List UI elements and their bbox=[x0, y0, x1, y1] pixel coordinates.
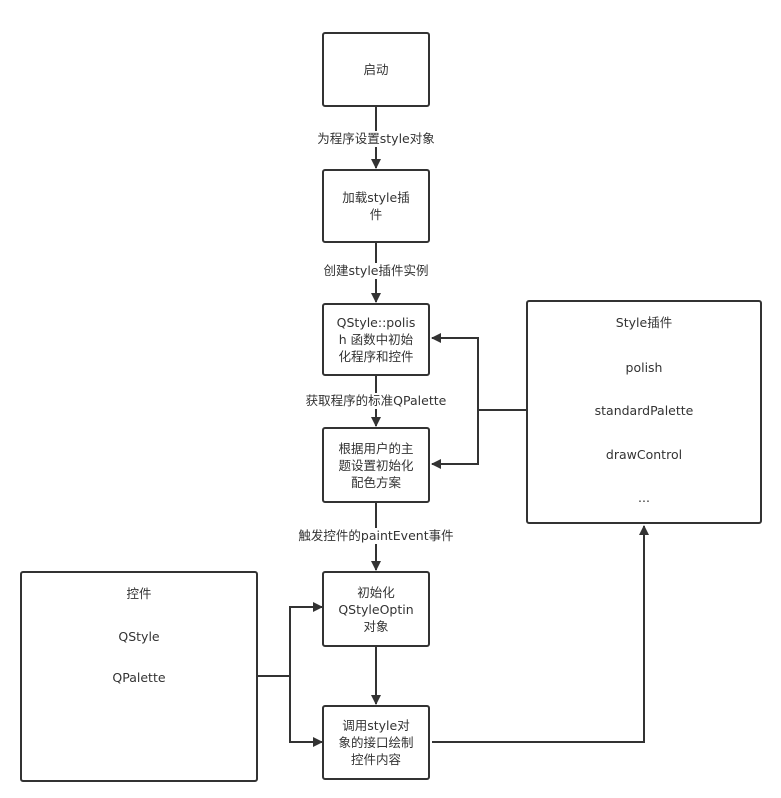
edge-label-trigger-paint: 触发控件的paintEvent事件 bbox=[297, 528, 455, 544]
edge-widget-to-draw bbox=[289, 676, 323, 747]
node-polish: QStyle::polis h 函数中初始 化程序和控件 bbox=[322, 303, 430, 376]
node-draw: 调用style对 象的接口绘制 控件内容 bbox=[322, 705, 430, 780]
edge-label-create-instance: 创建style插件实例 bbox=[322, 263, 430, 279]
style-plugin-item: drawControl bbox=[605, 447, 683, 462]
edge-widget-to-option bbox=[258, 602, 323, 677]
style-plugin-item: standardPalette bbox=[594, 403, 694, 418]
widget-item: QStyle bbox=[118, 629, 160, 644]
edge-draw-to-plugin bbox=[432, 525, 649, 743]
style-plugin-panel: Style插件 polish standardPalette drawContr… bbox=[526, 300, 762, 524]
node-init-option-label: 初始化 QStyleOptin 对象 bbox=[338, 584, 414, 634]
node-palette-init: 根据用户的主 题设置初始化 配色方案 bbox=[322, 427, 430, 503]
node-start-label: 启动 bbox=[363, 62, 389, 77]
node-palette-init-label: 根据用户的主 题设置初始化 配色方案 bbox=[338, 440, 414, 490]
style-plugin-item: polish bbox=[625, 360, 663, 375]
node-draw-label: 调用style对 象的接口绘制 控件内容 bbox=[338, 718, 414, 767]
edge-plugin-to-polish bbox=[431, 333, 526, 411]
widget-item: QPalette bbox=[112, 670, 166, 685]
style-plugin-title: Style插件 bbox=[615, 315, 673, 330]
widget-title: 控件 bbox=[126, 586, 152, 601]
edge-plugin-to-palette bbox=[431, 410, 479, 469]
widget-panel: 控件 QStyle QPalette bbox=[20, 571, 258, 782]
node-load-plugin: 加载style插 件 bbox=[322, 169, 430, 243]
node-init-option: 初始化 QStyleOptin 对象 bbox=[322, 571, 430, 647]
node-start: 启动 bbox=[322, 32, 430, 107]
edge-label-set-style: 为程序设置style对象 bbox=[316, 131, 436, 147]
style-plugin-item: ... bbox=[638, 490, 650, 505]
node-polish-label: QStyle::polis h 函数中初始 化程序和控件 bbox=[336, 315, 416, 364]
node-load-plugin-label: 加载style插 件 bbox=[342, 190, 410, 222]
edge-label-get-palette: 获取程序的标准QPalette bbox=[304, 393, 448, 409]
